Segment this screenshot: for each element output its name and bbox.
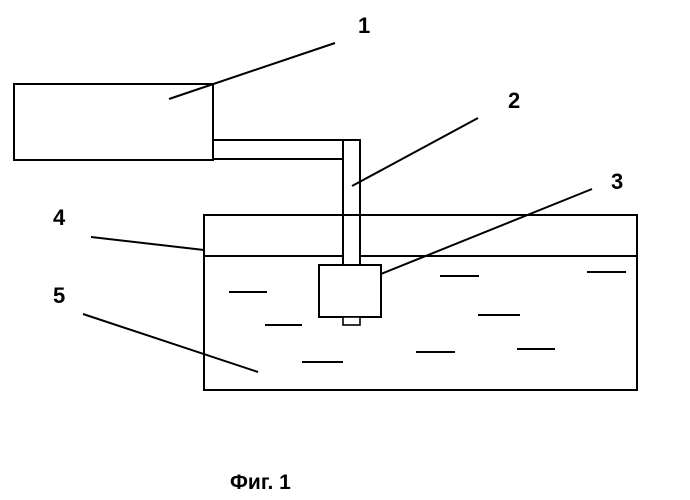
label-5: 5 [53, 283, 65, 308]
label-2: 2 [508, 88, 520, 113]
leader-2 [352, 118, 478, 186]
horizontal-pipe [213, 140, 360, 159]
tank [204, 215, 637, 390]
label-3: 3 [611, 169, 623, 194]
label-4: 4 [53, 205, 66, 230]
label-1: 1 [358, 13, 370, 38]
liquid-dashes [229, 272, 626, 362]
leader-3 [381, 189, 592, 274]
leader-4 [91, 237, 204, 250]
pipe-segment-in-tank [343, 215, 360, 265]
leader-1 [169, 43, 335, 99]
component-3-nozzle [343, 317, 360, 325]
leader-5 [83, 314, 258, 372]
component-1-box [14, 84, 213, 160]
figure-caption: Фиг. 1 [230, 471, 291, 494]
component-3-unit [319, 265, 381, 317]
